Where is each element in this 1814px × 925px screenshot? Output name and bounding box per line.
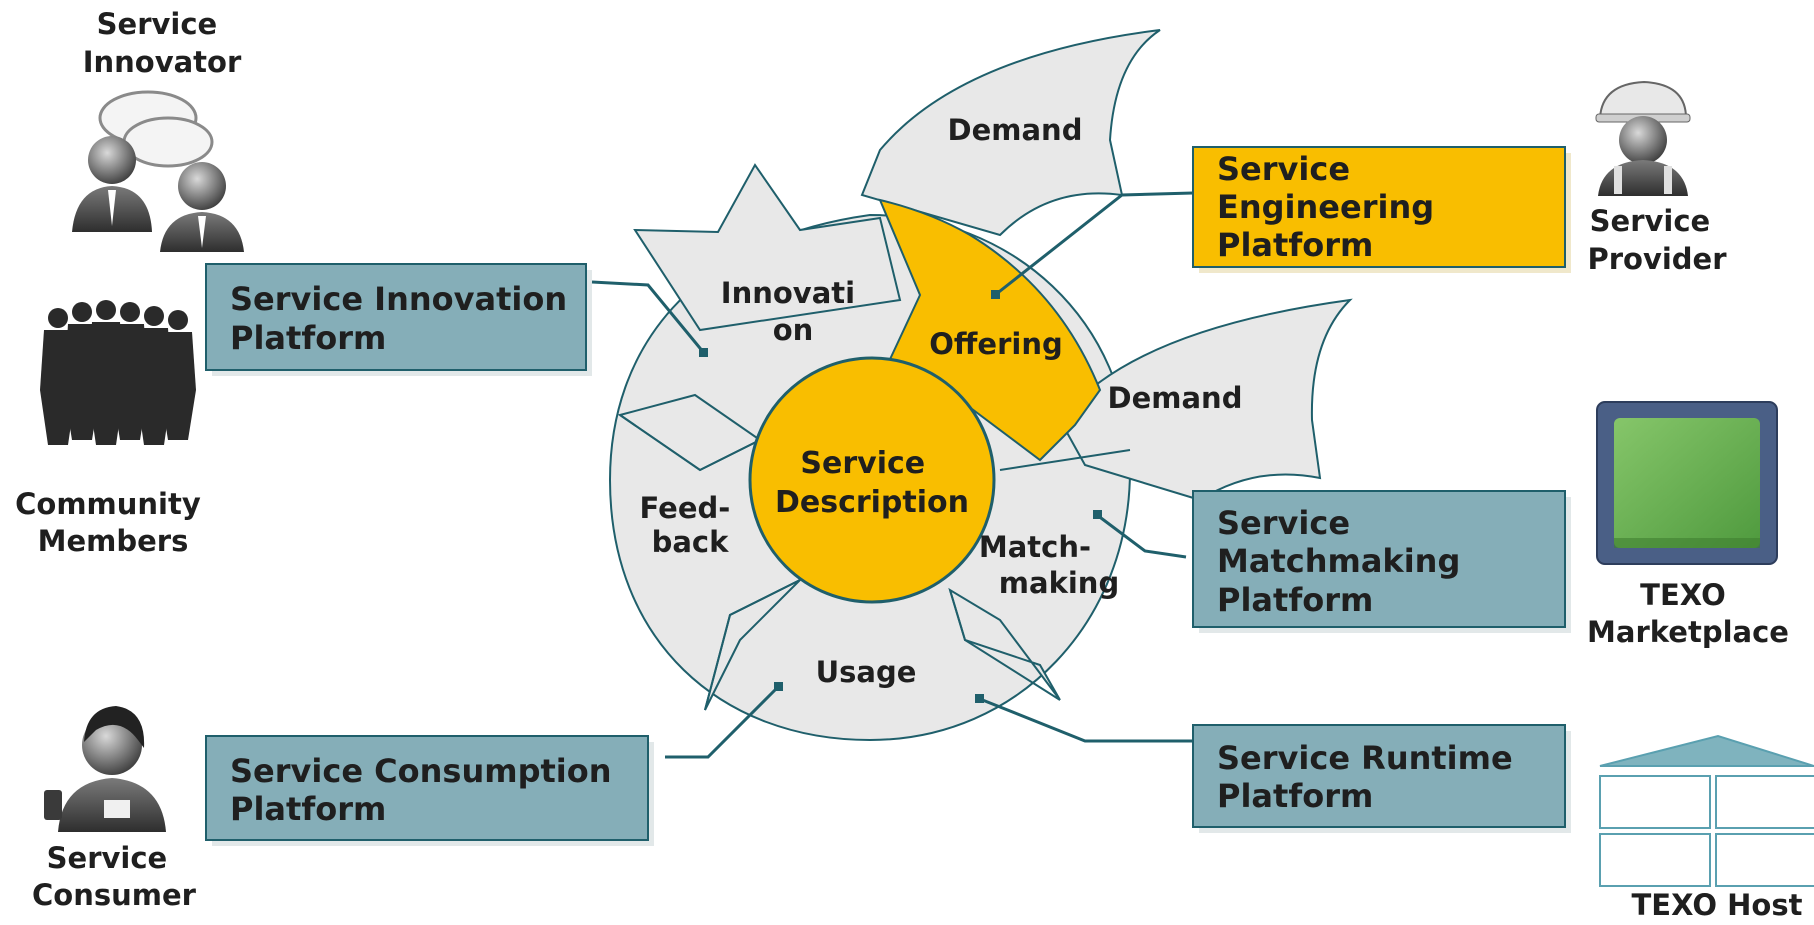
platform-matchmaking-line2: Matchmaking <box>1217 542 1460 580</box>
texo-marketplace-label-line1: TEXO <box>1640 578 1726 612</box>
platform-matchmaking-line3: Platform <box>1217 581 1373 619</box>
matchmaking-label-line2: making <box>999 566 1119 600</box>
svg-text:Offering: Offering <box>929 327 1062 361</box>
demand-right-label: Demand <box>1108 381 1243 415</box>
svg-text:Service Innovator: Service Innovator <box>83 7 242 79</box>
svg-text:Service Runtime Platform: Service Runtime Platform <box>1217 739 1524 815</box>
segment-divider <box>619 414 1131 711</box>
connectors <box>591 191 1194 759</box>
community-members-label-line1: Community <box>15 487 201 521</box>
platform-engineering-line1: Service <box>1217 150 1350 188</box>
center-label-line2: Description <box>775 485 969 520</box>
platform-consumption-box[interactable]: Service Consumption Platform <box>205 735 654 846</box>
service-consumer-icon <box>44 706 166 832</box>
innovation-label-line2: on <box>773 313 814 347</box>
service-innovator-label-line1: Service <box>97 7 218 41</box>
connector-engineering <box>994 191 1194 297</box>
service-provider-label-line1: Service <box>1590 204 1711 238</box>
platform-innovation-line2: Platform <box>230 319 386 357</box>
texo-host-icon <box>1599 734 1814 887</box>
community-members-icon <box>40 300 196 445</box>
cycle-labels: Service Description Innovati on Offering… <box>640 113 1243 689</box>
service-provider-label-line2: Provider <box>1587 242 1727 276</box>
svg-text:Feed- back: Feed- back <box>640 491 741 559</box>
platform-matchmaking-box[interactable]: Service Matchmaking Platform <box>1192 490 1571 633</box>
innovation-label-line1: Innovati <box>721 276 855 310</box>
demand-arrow-top <box>860 29 1161 237</box>
svg-text:TEXO Host: TEXO Host <box>1632 888 1803 922</box>
svg-text:Demand: Demand <box>948 113 1083 147</box>
connector-dot <box>774 682 783 691</box>
service-provider-icon <box>1595 80 1691 196</box>
svg-text:Usage: Usage <box>816 655 917 689</box>
svg-text:Service Engineering: Service Engineering Platform <box>1217 150 1445 264</box>
platform-consumption-line1: Service Consumption <box>230 752 612 790</box>
platform-innovation-box[interactable]: Service Innovation Platform <box>205 263 592 376</box>
platform-consumption-line2: Platform <box>230 790 386 828</box>
svg-text:Service Innovation Platf: Service Innovation Platform <box>230 280 578 357</box>
connector-dot <box>975 694 984 703</box>
platform-engineering-box[interactable]: Service Engineering Platform <box>1192 146 1571 273</box>
platform-runtime-line2: Platform <box>1217 777 1373 815</box>
connector-dot <box>991 290 1000 299</box>
matchmaking-label-line1: Match- <box>979 530 1091 564</box>
platform-matchmaking-line1: Service <box>1217 504 1350 542</box>
svg-text:Service Consumer: Service Consumer <box>32 841 197 912</box>
offering-label: Offering <box>929 327 1062 361</box>
community-members-label-line2: Members <box>38 524 189 558</box>
svg-text:Innovati on: Innovati on <box>721 276 865 347</box>
platform-engineering-line3: Platform <box>1217 226 1373 264</box>
connector-endpoints <box>699 290 1102 703</box>
platform-engineering-line2: Engineering <box>1217 188 1434 226</box>
cycle <box>608 29 1353 742</box>
texo-marketplace-label-line2: Marketplace <box>1587 615 1789 649</box>
innovation-arrow-tip <box>633 163 902 332</box>
service-consumer-label-line2: Consumer <box>32 878 197 912</box>
service-description-circle <box>748 356 996 604</box>
platform-runtime-line1: Service Runtime <box>1217 739 1513 777</box>
connector-consumption <box>665 685 780 759</box>
svg-text:Community Members: Community Members <box>15 487 211 558</box>
svg-text:Demand: Demand <box>1108 381 1243 415</box>
svg-text:Service Consumption Plat: Service Consumption Platform <box>230 752 623 828</box>
svg-text:Match- making: Match- making <box>979 530 1119 600</box>
svg-text:TEXO Marketplace: TEXO Marketplace <box>1587 578 1789 649</box>
offering-segment <box>878 198 1102 462</box>
connector-innovation <box>591 280 706 354</box>
service-innovator-icon <box>72 90 244 252</box>
feedback-label-line2: back <box>652 525 730 559</box>
service-innovator-label-line2: Innovator <box>83 45 242 79</box>
svg-text:Service Description: Service Description <box>775 446 969 520</box>
feedback-label-line1: Feed- <box>640 491 731 525</box>
platform-runtime-box[interactable]: Service Runtime Platform <box>1192 724 1571 833</box>
connector-matchmaking <box>1096 513 1187 559</box>
connector-runtime <box>979 697 1192 743</box>
usage-label: Usage <box>816 655 917 689</box>
service-consumer-label-line1: Service <box>47 841 168 875</box>
demand-top-label: Demand <box>948 113 1083 147</box>
texo-host-label: TEXO Host <box>1632 888 1803 922</box>
demand-arrow-right <box>1058 298 1353 502</box>
texo-marketplace-icon <box>1596 401 1778 565</box>
platform-innovation-line1: Service Innovation <box>230 280 567 318</box>
connector-dot <box>699 348 708 357</box>
svg-text:Service Provider: Service Provider <box>1587 204 1727 276</box>
center-label-line1: Service <box>800 446 925 481</box>
svg-text:Service Matchmaking: Service Matchmaking Platform <box>1217 504 1472 619</box>
connector-dot <box>1093 510 1102 519</box>
